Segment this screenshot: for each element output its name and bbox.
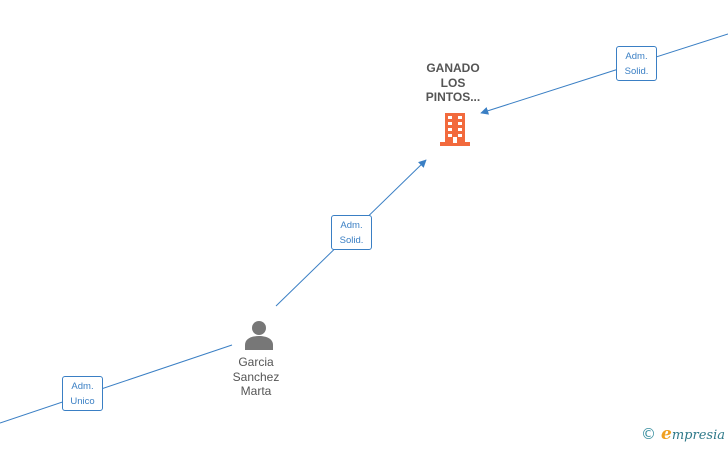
edge-line-offscreen-to-person bbox=[0, 344, 233, 424]
person-name-line: Sanchez bbox=[232, 369, 280, 384]
company-name-line: LOS bbox=[440, 75, 466, 90]
edge-label-adm-solid-top[interactable]: Adm. Solid. bbox=[616, 46, 657, 81]
edge-label-line: Adm. bbox=[71, 381, 94, 392]
edge-label-adm-solid-middle[interactable]: Adm. Solid. bbox=[331, 215, 372, 250]
brand-logo: empresia bbox=[661, 424, 725, 444]
person-icon[interactable] bbox=[244, 320, 274, 350]
edge-label-line: Solid. bbox=[624, 66, 649, 77]
edge-label-line: Solid. bbox=[339, 235, 364, 246]
company-name-line: PINTOS... bbox=[425, 90, 481, 104]
edge-label-line: Adm. bbox=[625, 51, 648, 62]
edge-label-adm-unico[interactable]: Adm. Unico bbox=[62, 376, 103, 411]
company-name-line: GANADO bbox=[426, 61, 480, 75]
company-node-label[interactable]: GANADO LOS PINTOS... bbox=[408, 61, 498, 105]
person-name-line: Garcia bbox=[238, 355, 274, 369]
building-icon[interactable] bbox=[439, 111, 471, 147]
person-node-label[interactable]: Garcia Sanchez Marta bbox=[211, 355, 301, 399]
person-name-line: Marta bbox=[240, 384, 272, 398]
copyright-icon: © bbox=[641, 425, 657, 443]
brand-initial: e bbox=[661, 424, 672, 444]
edge-line-offscreen-to-company bbox=[480, 33, 728, 115]
edge-label-line: Unico bbox=[70, 396, 95, 407]
brand-name: mpresia bbox=[671, 428, 725, 443]
brand-footer[interactable]: © empresia bbox=[641, 424, 725, 444]
edge-label-line: Adm. bbox=[340, 220, 363, 231]
